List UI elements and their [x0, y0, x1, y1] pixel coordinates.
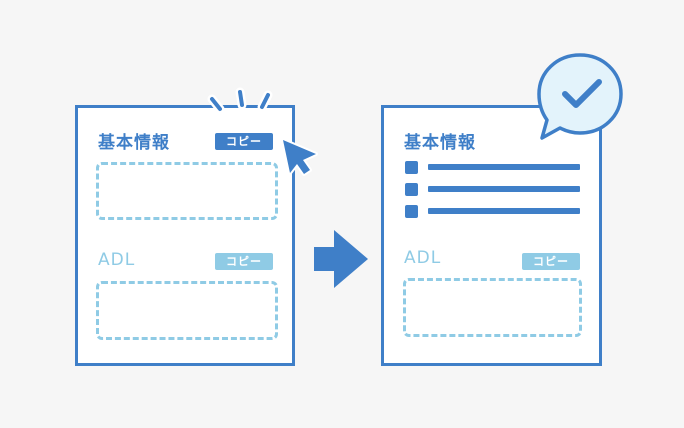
filled-text-line [428, 164, 580, 170]
checkmark-bubble-icon [537, 53, 623, 140]
list-bullet-icon [405, 205, 418, 218]
basic-info-title: 基本情報 [404, 133, 476, 153]
right-arrow-icon [314, 230, 368, 288]
adl-copy-button[interactable]: コピー [215, 253, 273, 270]
basic-info-title: 基本情報 [98, 133, 170, 153]
filled-text-line [428, 208, 580, 214]
filled-text-line [428, 186, 580, 192]
adl-copy-button[interactable]: コピー [522, 253, 580, 270]
list-bullet-icon [405, 183, 418, 196]
after-card: 基本情報 ADL コピー [381, 105, 602, 366]
before-card: 基本情報 コピー ADL コピー [75, 105, 295, 366]
click-burst-icon [207, 87, 273, 114]
adl-title: ADL [98, 250, 136, 270]
adl-empty-field[interactable] [403, 278, 582, 337]
adl-title: ADL [404, 248, 442, 268]
cursor-arrow-icon [281, 138, 318, 176]
list-bullet-icon [405, 161, 418, 174]
copy-button[interactable]: コピー [215, 133, 273, 150]
basic-info-empty-field[interactable] [96, 162, 278, 220]
adl-empty-field[interactable] [96, 281, 278, 340]
